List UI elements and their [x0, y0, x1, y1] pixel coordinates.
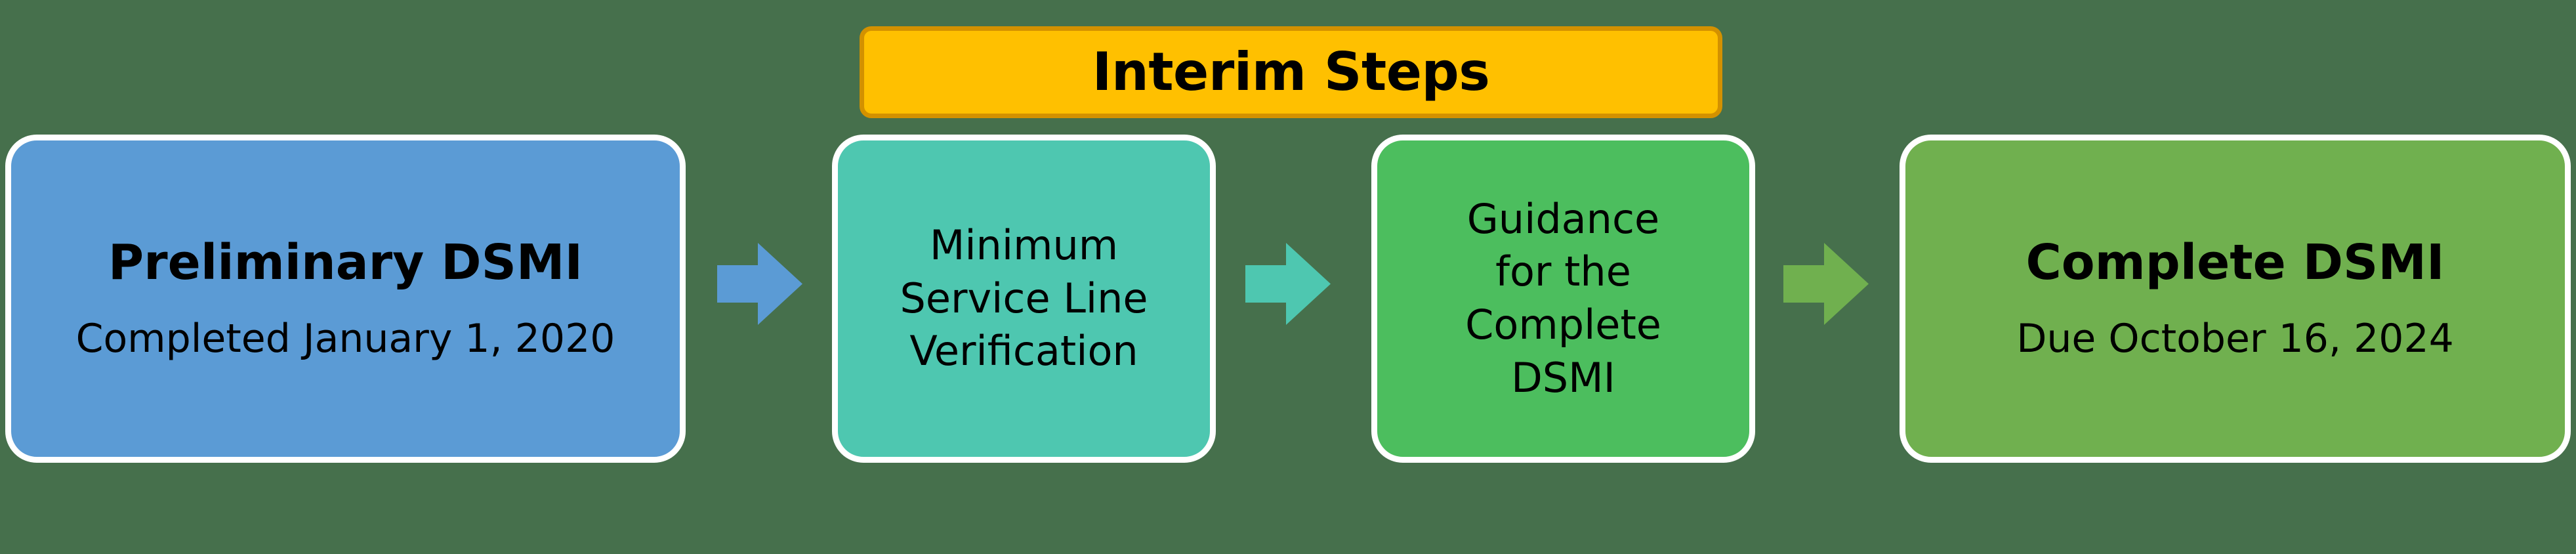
interim-steps-label: Interim Steps [1092, 41, 1490, 102]
step-subtitle-complete-dsmi: Due October 16, 2024 [2016, 316, 2454, 362]
step-label-line-2-mslv: Service Line [900, 274, 1148, 322]
step-label-line-2-guidance: for the [1495, 247, 1631, 296]
step-label-line-1-mslv: Minimum [929, 221, 1119, 270]
step-title-preliminary-dsmi: Preliminary DSMI [108, 234, 583, 291]
interim-steps-banner: Interim Steps [860, 26, 1722, 118]
step-box-minimum-service-line-verification[interactable]: Minimum Service Line Verification [832, 135, 1216, 463]
step-box-complete-dsmi[interactable]: Complete DSMI Due October 16, 2024 [1900, 135, 2571, 463]
step-box-guidance-for-the-complete-dsmi[interactable]: Guidance for the Complete DSMI [1371, 135, 1755, 463]
right-block-arrow-icon [1783, 243, 1869, 325]
step-label-line-4-guidance: DSMI [1511, 353, 1615, 402]
right-block-arrow-icon [717, 243, 802, 325]
step-label-line-1-guidance: Guidance [1466, 194, 1660, 243]
step-box-preliminary-dsmi[interactable]: Preliminary DSMI Completed January 1, 20… [5, 135, 686, 463]
step-label-line-3-mslv: Verification [909, 327, 1138, 375]
step-title-complete-dsmi: Complete DSMI [2025, 234, 2445, 291]
step-subtitle-preliminary-dsmi: Completed January 1, 2020 [75, 316, 615, 362]
right-block-arrow-icon [1245, 243, 1331, 325]
step-label-line-3-guidance: Complete [1465, 301, 1661, 349]
